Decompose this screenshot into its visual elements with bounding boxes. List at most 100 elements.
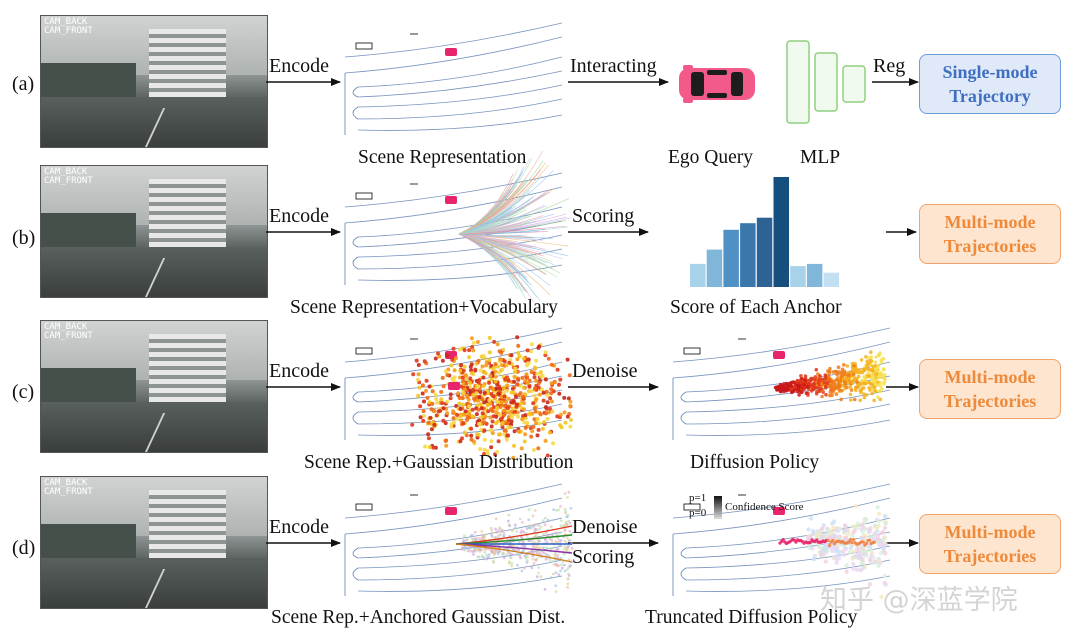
scoring-label-d: Scoring — [572, 547, 634, 567]
noise-sample — [470, 336, 474, 340]
noise-sample — [492, 414, 496, 418]
denoised-sample — [875, 366, 879, 370]
denoised-sample — [824, 376, 828, 380]
noise-sample — [509, 425, 513, 429]
anchored-sample — [566, 537, 569, 540]
noise-sample — [559, 413, 563, 417]
denoised-sample — [849, 398, 853, 402]
anchored-sample — [494, 536, 497, 539]
noise-sample — [557, 392, 561, 396]
noise-sample — [478, 447, 482, 451]
faded-sample — [830, 531, 834, 535]
noise-sample — [457, 402, 461, 406]
noise-sample — [423, 359, 427, 363]
faded-sample — [809, 516, 813, 520]
noise-sample — [477, 433, 481, 437]
faded-sample — [873, 560, 877, 564]
faded-sample — [868, 558, 872, 562]
anchored-sample — [467, 550, 470, 553]
noise-sample — [512, 444, 516, 448]
noise-sample — [547, 357, 551, 361]
noise-sample — [564, 421, 568, 425]
anchored-sample — [495, 517, 498, 520]
noise-sample — [562, 396, 566, 400]
reg-label: Reg — [873, 56, 905, 76]
denoised-sample — [841, 384, 845, 388]
anchored-sample — [567, 573, 570, 576]
noise-sample — [533, 366, 537, 370]
anchored-sample — [567, 520, 570, 523]
noise-sample — [458, 348, 462, 352]
anchored-sample — [568, 530, 571, 533]
encode-label-c: Encode — [269, 361, 329, 381]
noise-sample — [548, 396, 552, 400]
anchored-sample — [532, 515, 535, 518]
caption-mlp: MLP — [800, 148, 840, 168]
denoised-sample — [846, 364, 850, 368]
denoised-sample — [879, 372, 883, 376]
noise-sample — [489, 428, 493, 432]
confident-sample — [868, 539, 871, 542]
anchored-sample — [472, 553, 475, 556]
faded-sample — [876, 537, 880, 541]
noise-sample — [501, 421, 505, 425]
noise-sample — [513, 410, 517, 414]
noise-sample — [513, 367, 517, 371]
anchored-sample — [522, 531, 525, 534]
anchored-sample — [553, 554, 556, 557]
noise-sample — [483, 438, 487, 442]
noise-sample — [553, 380, 557, 384]
noise-sample — [490, 424, 494, 428]
anchored-sample — [551, 560, 554, 563]
noise-sample — [558, 378, 562, 382]
anchor-score-bar — [790, 266, 806, 287]
anchored-sample — [571, 547, 574, 550]
anchored-sample — [466, 538, 469, 541]
noise-sample — [464, 373, 468, 377]
noise-sample — [470, 345, 474, 349]
faded-sample — [884, 521, 888, 525]
anchored-sample — [507, 514, 510, 517]
denoised-sample — [806, 393, 810, 397]
noise-sample — [537, 428, 541, 432]
anchored-sample — [563, 545, 566, 548]
anchored-sample — [550, 547, 553, 550]
noise-sample — [434, 357, 438, 361]
anchored-sample — [508, 560, 511, 563]
noise-sample — [485, 360, 489, 364]
anchored-sample — [490, 550, 493, 553]
anchored-sample — [488, 553, 491, 556]
noise-sample — [516, 351, 520, 355]
anchor-score-histogram — [690, 175, 846, 290]
anchor-score-bar — [807, 264, 823, 287]
anchored-sample — [547, 519, 550, 522]
noise-sample — [459, 414, 463, 418]
anchored-sample — [551, 519, 554, 522]
noise-sample — [449, 364, 453, 368]
faded-sample — [832, 546, 836, 550]
noise-sample — [451, 377, 455, 381]
anchored-sample — [497, 551, 500, 554]
denoised-sample — [804, 374, 808, 378]
anchored-sample — [510, 565, 513, 568]
anchored-sample — [476, 556, 479, 559]
noise-sample — [497, 371, 501, 375]
denoised-sample — [847, 373, 851, 377]
anchored-sample — [463, 535, 466, 538]
anchored-sample — [554, 584, 557, 587]
denoised-sample — [865, 393, 869, 397]
denoised-sample — [867, 371, 871, 375]
multi-mode-trajectories-box-d: Multi-modeTrajectories — [919, 514, 1061, 574]
noise-sample — [428, 416, 432, 420]
anchored-sample — [544, 517, 547, 520]
anchored-sample — [490, 534, 493, 537]
anchored-sample — [474, 531, 477, 534]
noise-sample — [531, 425, 535, 429]
anchored-sample — [494, 528, 497, 531]
noise-sample — [424, 389, 428, 393]
noise-sample — [522, 386, 526, 390]
noise-sample — [535, 372, 539, 376]
faded-sample — [861, 536, 865, 540]
noise-sample — [505, 384, 509, 388]
